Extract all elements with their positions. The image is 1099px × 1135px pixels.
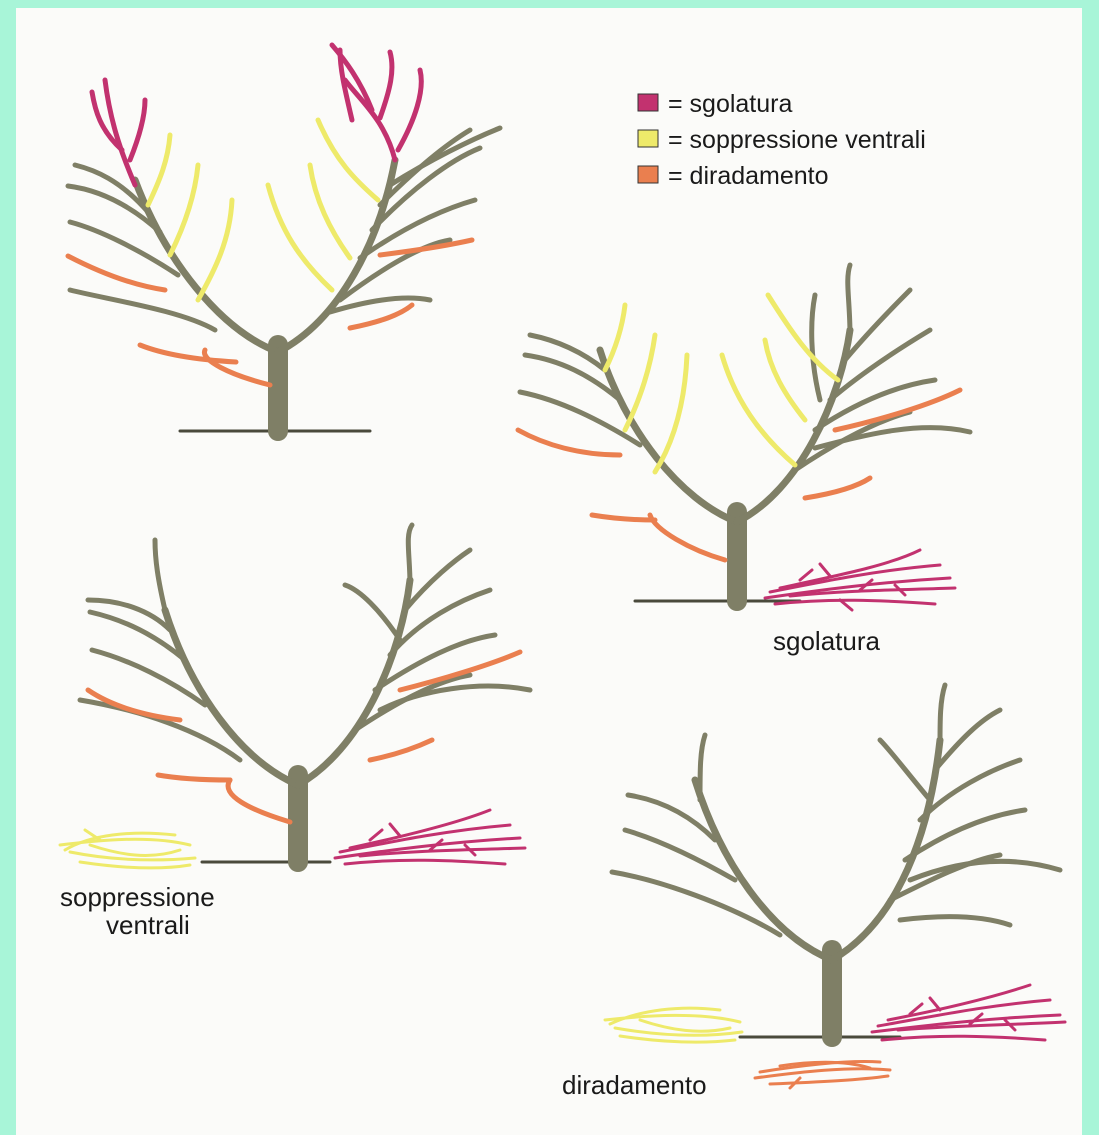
tree-1-unpruned xyxy=(68,45,500,431)
cut-pile-sgolatura xyxy=(765,550,955,610)
cut-pile-sgolatura xyxy=(335,810,525,864)
legend: = sgolatura = soppressione ventrali = di… xyxy=(638,90,926,190)
cut-pile-soppressione xyxy=(60,830,195,868)
legend-text-diradamento: = diradamento xyxy=(668,162,829,190)
cut-pile-sgolatura xyxy=(872,985,1065,1040)
caption-sgolatura: sgolatura xyxy=(773,626,880,656)
legend-text-sgolatura: = sgolatura xyxy=(668,90,792,118)
tree-3-soppressione: soppressione ventrali xyxy=(60,525,530,940)
tree-4-diradamento: diradamento xyxy=(562,685,1065,1100)
caption-soppressione-line1: soppressione xyxy=(60,882,215,912)
cut-pile-diradamento xyxy=(755,1061,890,1088)
caption-soppressione-line2: ventrali xyxy=(106,910,190,940)
legend-swatch-diradamento xyxy=(638,166,658,183)
legend-swatch-soppressione xyxy=(638,130,658,147)
caption-diradamento: diradamento xyxy=(562,1070,707,1100)
legend-swatch-sgolatura xyxy=(638,94,658,111)
tree-2-sgolatura: sgolatura xyxy=(518,265,970,656)
legend-text-soppressione: = soppressione ventrali xyxy=(668,126,926,154)
cut-pile-soppressione xyxy=(605,1008,742,1042)
